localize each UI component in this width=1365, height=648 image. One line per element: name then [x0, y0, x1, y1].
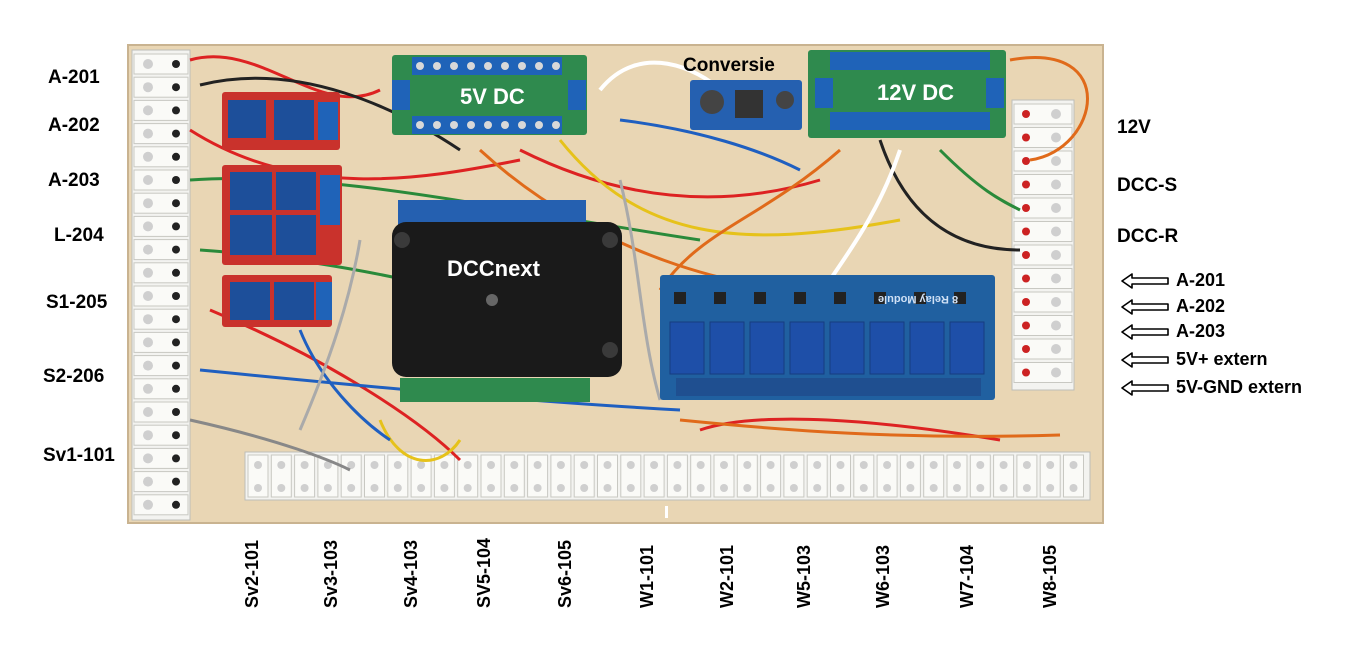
bottom-label: W6-103	[873, 544, 893, 608]
right-arrow-label: 5V-GND extern	[1176, 377, 1303, 397]
relay-module-label: 8 Relay Module	[878, 293, 959, 305]
bottom-label: Sv2-101	[242, 539, 262, 608]
right-arrow-label: A-202	[1176, 296, 1226, 316]
dccnext-controller	[392, 200, 622, 402]
psu-12v-label: 12V DC	[877, 80, 955, 105]
relay-module-8ch	[660, 275, 995, 400]
right-arrow-row: A-201	[1120, 270, 1225, 291]
bottom-label: Sv4-103	[401, 539, 421, 608]
right-arrow-row: 5V-GND extern	[1120, 377, 1302, 398]
right-arrow-label: A-203	[1176, 321, 1226, 341]
right-arrow-label: A-201	[1176, 270, 1226, 290]
controller-label: DCCnext	[447, 256, 540, 281]
converter-label: Conversie	[683, 55, 775, 76]
bottom-label: W2-101	[717, 544, 737, 608]
right-arrow-row: A-202	[1120, 296, 1225, 317]
bottom-label: Sv3-103	[321, 539, 341, 608]
right-label: DCC-S	[1117, 175, 1178, 196]
right-arrow-row: 5V+ extern	[1120, 349, 1268, 370]
left-label: L-204	[54, 225, 104, 246]
left-label: A-201	[48, 67, 100, 88]
right-terminal-strip	[1011, 99, 1075, 391]
left-label: S1-205	[46, 292, 108, 313]
right-label: 12V	[1117, 117, 1151, 138]
bottom-label: W1-101	[637, 544, 657, 608]
bottom-label: W5-103	[794, 544, 814, 608]
bottom-label: Sv6-105	[555, 539, 575, 608]
converter-board	[690, 80, 802, 130]
left-relays	[222, 92, 342, 327]
left-arrow-icon	[1121, 379, 1169, 396]
bottom-label: SV5-104	[474, 537, 494, 608]
left-arrow-icon	[1121, 272, 1169, 289]
psu-5v-label: 5V DC	[460, 84, 525, 109]
psu-12v-board	[808, 50, 1006, 138]
left-label: S2-206	[43, 366, 105, 387]
left-arrow-icon	[1121, 323, 1169, 340]
left-label: A-202	[48, 115, 100, 136]
bottom-terminal-strip	[244, 451, 1091, 501]
left-label: Sv1-101	[43, 445, 115, 466]
left-label: A-203	[48, 170, 100, 191]
psu-5v-board	[392, 55, 587, 135]
bottom-label: W8-105	[1040, 544, 1060, 608]
left-terminal-strip	[131, 49, 191, 521]
right-label: DCC-R	[1117, 226, 1179, 247]
left-arrow-icon	[1121, 298, 1169, 315]
bottom-label: W7-104	[957, 544, 977, 608]
left-arrow-icon	[1121, 351, 1169, 368]
right-arrow-row: A-203	[1120, 321, 1225, 342]
right-arrow-label: 5V+ extern	[1176, 349, 1268, 369]
